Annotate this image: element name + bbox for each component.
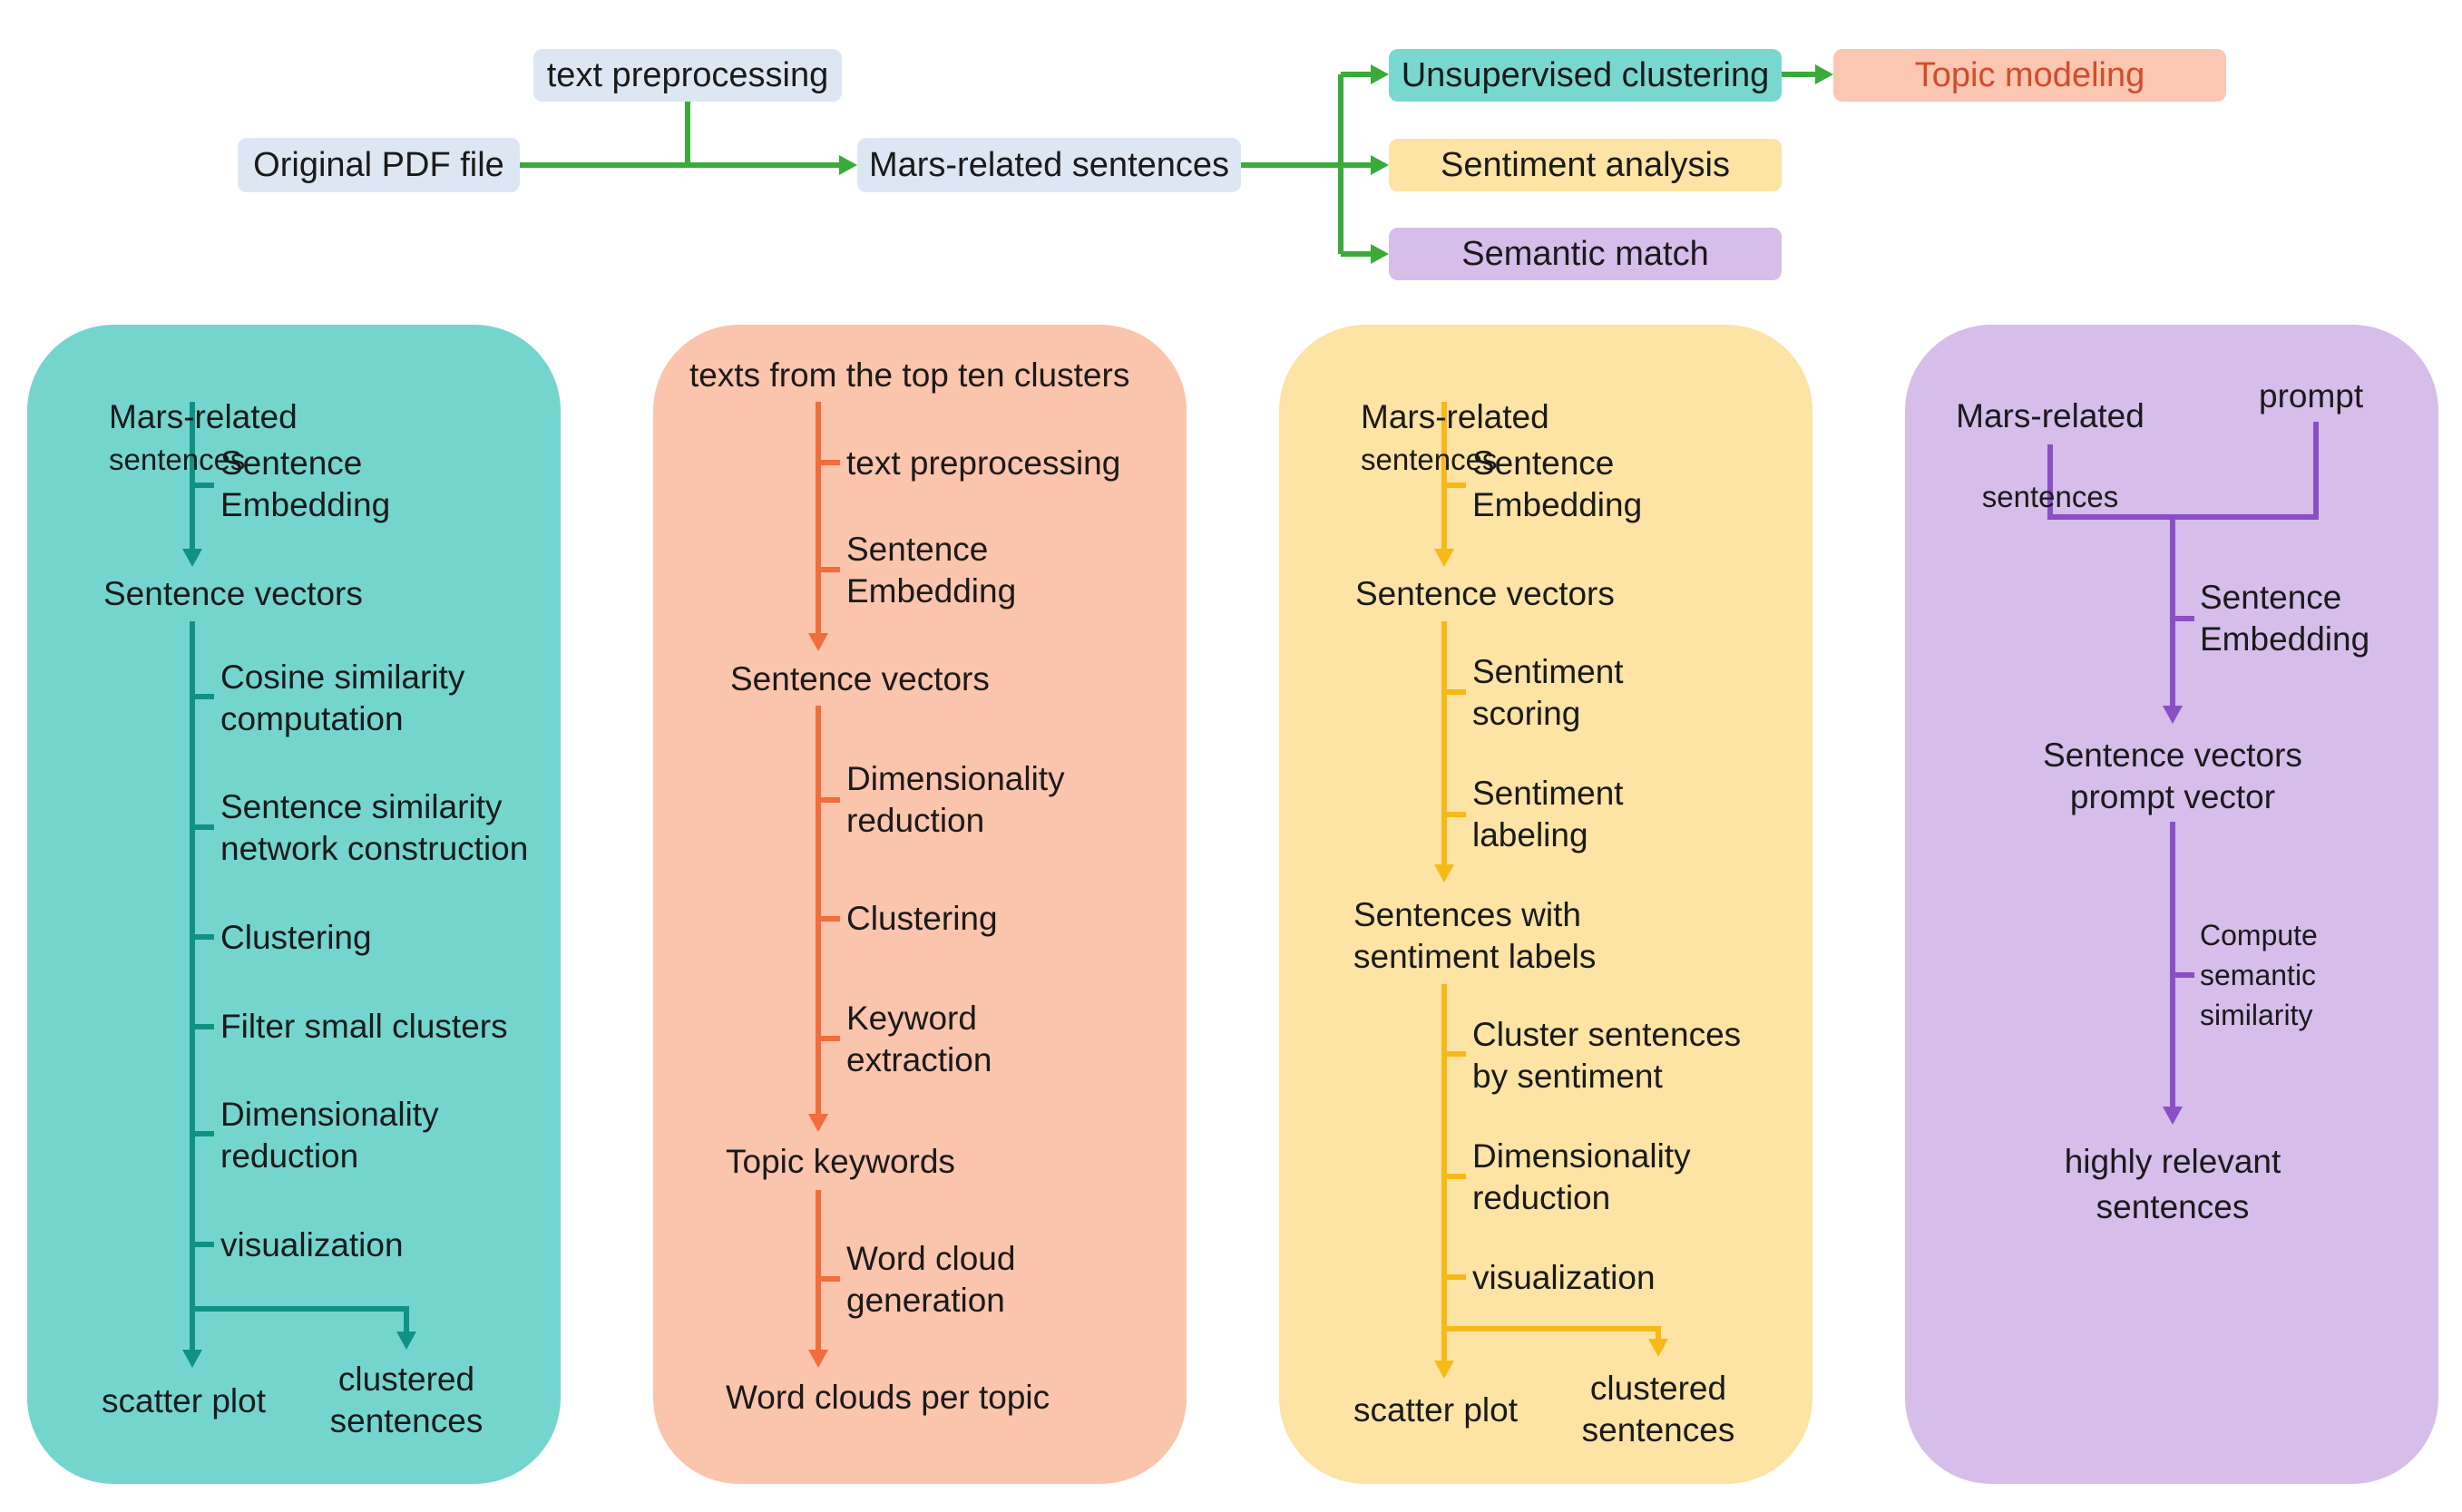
- clustering-step-embedding: Sentence Embedding: [220, 444, 391, 523]
- sentiment-step-scoring: Sentiment scoring: [1472, 653, 1624, 732]
- top-flow-arrowheads: [839, 64, 1833, 264]
- clustering-title-main: Mars-related: [109, 398, 298, 435]
- semantic-input-sentences: Mars-related sentences: [1932, 354, 2168, 557]
- topic-modeling-panel: [653, 325, 1187, 1484]
- sentiment-output-clustered: clustered sentences: [1581, 1370, 1735, 1449]
- sentiment-analysis-label: Sentiment analysis: [1441, 145, 1730, 184]
- clustering-arrowheads: [182, 549, 416, 1368]
- clustering-title-suffix: sentences: [109, 443, 246, 476]
- clustering-output-clustered: clustered sentences: [329, 1361, 484, 1439]
- sentiment-arrowheads: [1434, 549, 1668, 1379]
- topic-panel-title: texts from the top ten clusters: [689, 356, 1130, 394]
- clustering-step-cosine: Cosine similarity computation: [220, 658, 465, 737]
- arrowhead: [1371, 155, 1389, 175]
- sentiment-node-labels: Sentences with sentiment labels: [1353, 896, 1597, 975]
- semantic-input-prompt: prompt: [2259, 377, 2364, 415]
- sentiment-node-vectors: Sentence vectors: [1355, 575, 1615, 612]
- semantic-node-vectors: Sentence vectors prompt vector: [2043, 736, 2302, 815]
- topic-node-vectors: Sentence vectors: [730, 660, 990, 697]
- topic-step-wordcloud: Word cloud generation: [846, 1240, 1016, 1319]
- arrowhead: [1371, 244, 1389, 264]
- text-preprocessing-label: text preprocessing: [546, 55, 829, 94]
- unsupervised-clustering-box: Unsupervised clustering: [1389, 49, 1782, 102]
- sentiment-analysis-box: Sentiment analysis: [1389, 139, 1782, 191]
- topic-step-embedding: Sentence Embedding: [846, 531, 1017, 610]
- topic-output-wordclouds: Word clouds per topic: [726, 1379, 1050, 1416]
- clustering-step-filter: Filter small clusters: [220, 1008, 508, 1045]
- clustering-step-network: Sentence similarity network construction: [220, 788, 529, 867]
- top-flow-lines: [520, 72, 1819, 257]
- sentiment-panel: [1279, 325, 1812, 1484]
- semantic-match-box: Semantic match: [1389, 228, 1782, 280]
- arrowhead: [1371, 64, 1389, 84]
- semantic-input-suffix: sentences: [1981, 480, 2119, 513]
- sentiment-step-dimred: Dimensionality reduction: [1472, 1137, 1691, 1216]
- topic-modeling-box: Topic modeling: [1833, 49, 2226, 102]
- arrowhead: [839, 155, 857, 175]
- arrowhead: [1815, 64, 1833, 84]
- semantic-step-embedding: Sentence Embedding: [2200, 579, 2370, 658]
- clustering-step-visualization: visualization: [220, 1226, 404, 1263]
- mars-sentences-label: Mars-related sentences: [868, 145, 1230, 184]
- sentiment-step-labeling: Sentiment labeling: [1472, 775, 1624, 854]
- topic-step-preprocessing: text preprocessing: [846, 444, 1121, 482]
- semantic-output-relevant: highly relevant sentences: [2064, 1143, 2281, 1225]
- semantic-step-similarity: Compute semantic similarity: [2200, 919, 2318, 1031]
- text-preprocessing-box: text preprocessing: [533, 49, 842, 102]
- semantic-input-main: Mars-related: [1956, 397, 2144, 434]
- topic-step-dimred: Dimensionality reduction: [846, 760, 1065, 839]
- original-pdf-label: Original PDF file: [253, 145, 504, 184]
- mars-sentences-box: Mars-related sentences: [857, 138, 1241, 192]
- clustering-panel-title: Mars-related sentences: [109, 355, 298, 481]
- semantic-flow-lines: [2047, 422, 2319, 1108]
- sentiment-panel-title: Mars-related sentences: [1361, 355, 1549, 481]
- clustering-step-clustering: Clustering: [220, 919, 372, 956]
- sentiment-output-scatter: scatter plot: [1353, 1391, 1518, 1429]
- unsupervised-clustering-label: Unsupervised clustering: [1401, 55, 1770, 94]
- sentiment-title-suffix: sentences: [1361, 443, 1498, 476]
- sentiment-title-main: Mars-related: [1361, 398, 1549, 435]
- clustering-node-vectors: Sentence vectors: [103, 575, 363, 612]
- sentiment-step-cluster: Cluster sentences by sentiment: [1472, 1016, 1742, 1095]
- sentiment-step-visualization: visualization: [1472, 1259, 1656, 1296]
- sentiment-flow-lines: [1441, 402, 1661, 1362]
- clustering-output-scatter: scatter plot: [102, 1382, 266, 1419]
- clustering-panel: [27, 325, 561, 1484]
- topic-step-keyword: Keyword extraction: [846, 1000, 992, 1078]
- clustering-flow-lines: [190, 402, 409, 1351]
- topic-node-keywords: Topic keywords: [726, 1143, 955, 1180]
- clustering-step-dimred: Dimensionality reduction: [220, 1096, 439, 1175]
- topic-arrowheads: [808, 633, 828, 1368]
- topic-flow-lines: [816, 402, 840, 1351]
- topic-step-clustering: Clustering: [846, 900, 998, 937]
- topic-modeling-label: Topic modeling: [1914, 55, 2145, 94]
- original-pdf-box: Original PDF file: [238, 138, 520, 192]
- semantic-arrowheads: [2163, 706, 2183, 1125]
- sentiment-step-embedding: Sentence Embedding: [1472, 444, 1643, 523]
- semantic-match-label: Semantic match: [1461, 234, 1709, 273]
